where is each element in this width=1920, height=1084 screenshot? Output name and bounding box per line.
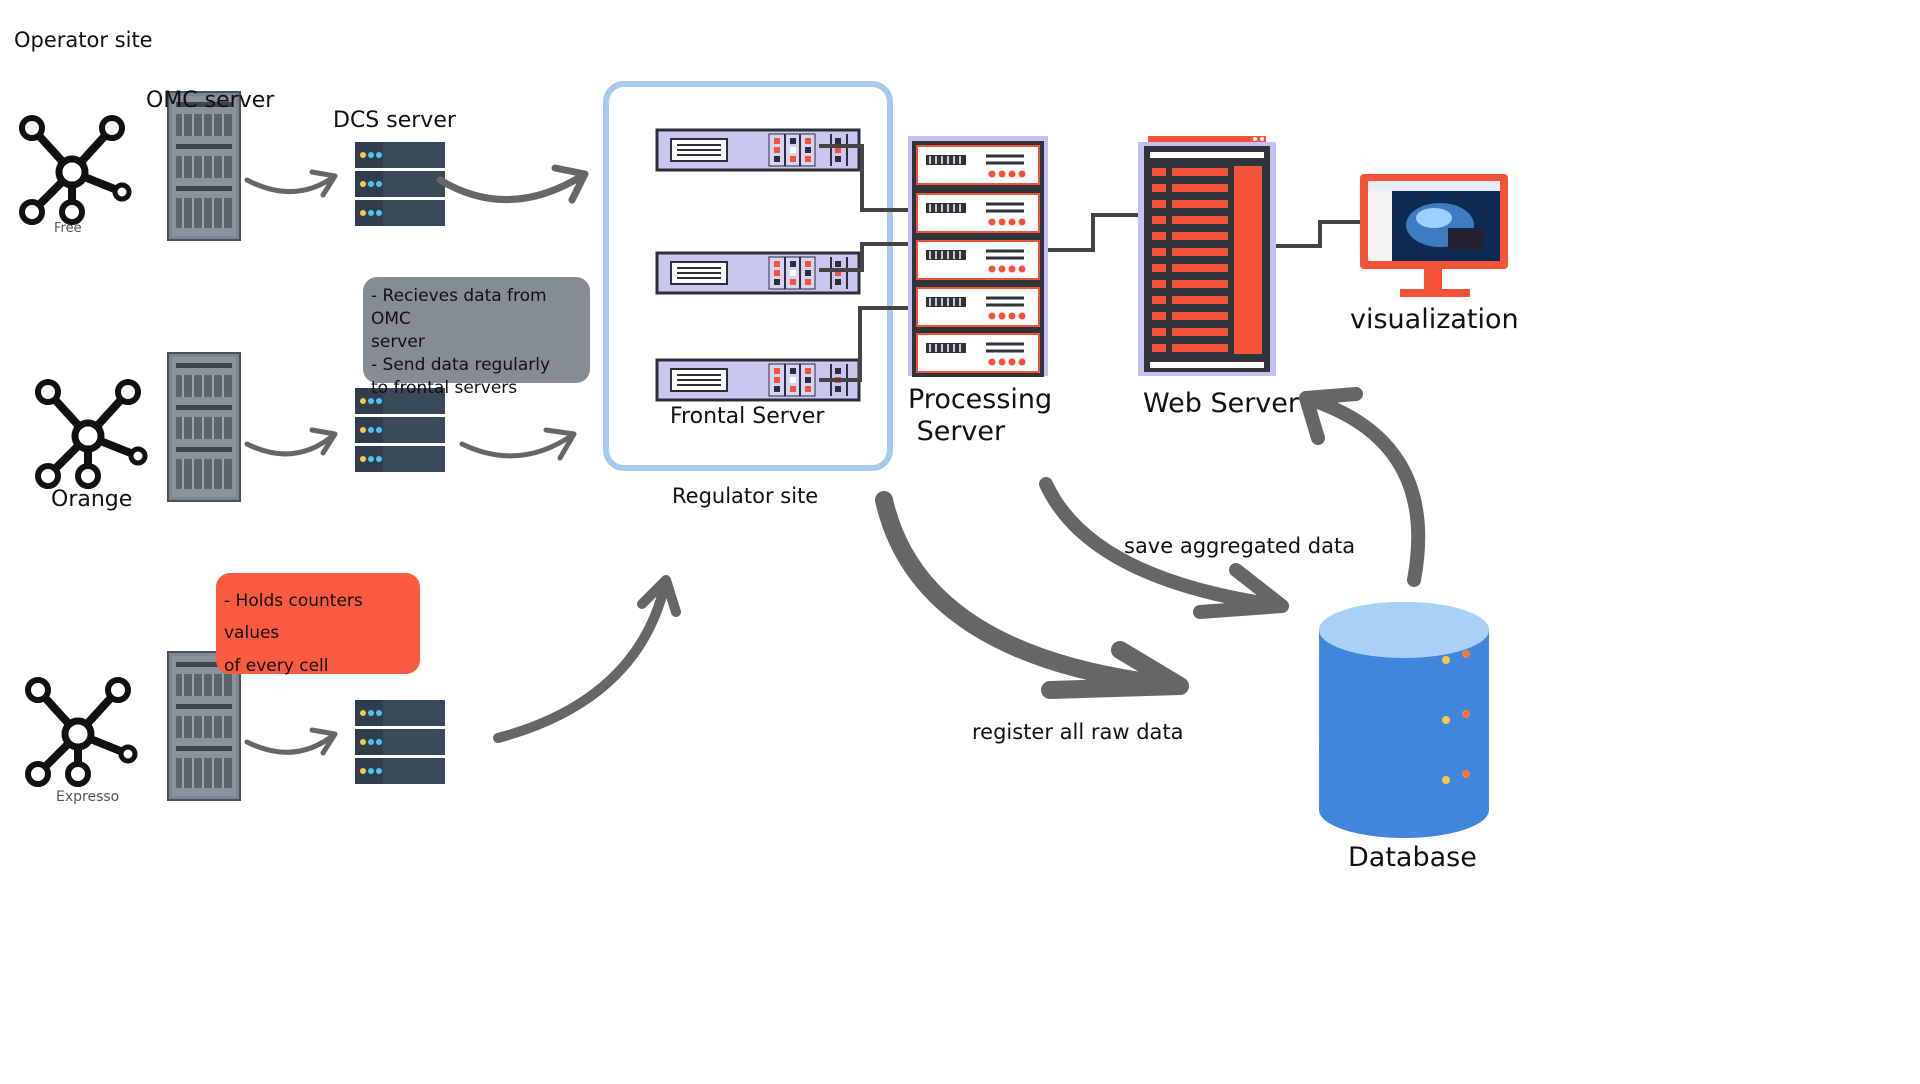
arrow-omc-dcs-expresso — [244, 727, 338, 756]
web-server-bay — [1172, 280, 1228, 288]
processing-server-label: Processing Server — [908, 384, 1053, 448]
operator-site-label: Operator site — [14, 28, 153, 52]
monitor-icon — [1360, 174, 1508, 297]
link-frontal3-processing — [819, 306, 908, 382]
dcs-server-expresso — [355, 700, 445, 784]
link-frontal2-processing — [819, 242, 908, 272]
frontal-server-label: Frontal Server — [670, 404, 825, 429]
frontal-server-1 — [655, 128, 861, 172]
regulator-site-box — [603, 81, 893, 471]
arrow-dcs-regulator-free — [436, 164, 589, 204]
dcs-note: - Recieves data from OMC server - Send d… — [363, 277, 590, 398]
web-server-icon — [1138, 136, 1276, 376]
frontal-server-2 — [655, 251, 861, 295]
arrow-omc-dcs-free — [244, 169, 338, 198]
web-server-bay — [1172, 184, 1228, 192]
arrow-database-webserver — [1299, 387, 1426, 587]
orange-label: Orange — [51, 487, 133, 512]
database-label: Database — [1348, 842, 1477, 873]
web-server-indicator — [1152, 248, 1166, 256]
web-server-indicator — [1152, 216, 1166, 224]
web-server-indicator — [1152, 344, 1166, 352]
link-processing-web — [1048, 213, 1138, 252]
free-label: Free — [54, 221, 82, 236]
network-hub-icon-expresso — [28, 680, 135, 784]
web-server-indicator — [1152, 328, 1166, 336]
web-server-bay — [1172, 216, 1228, 224]
web-server-indicator — [1152, 200, 1166, 208]
web-server-bay — [1172, 328, 1228, 336]
omc-server-orange — [167, 352, 241, 502]
web-server-indicator — [1152, 312, 1166, 320]
arrow-dcs-regulator-orange — [459, 427, 577, 461]
omc-server-label: OMC server — [146, 88, 275, 113]
expresso-label: Expresso — [56, 789, 120, 805]
web-server-indicator — [1152, 296, 1166, 304]
web-server-bay — [1172, 312, 1228, 320]
processing-rack-icon — [908, 136, 1048, 379]
network-hub-icon-orange — [38, 382, 145, 486]
register-raw-label: register all raw data — [972, 720, 1184, 744]
web-server-indicator — [1152, 280, 1166, 288]
save-aggregated-label: save aggregated data — [1124, 534, 1356, 558]
web-server-bay — [1172, 344, 1228, 352]
arrow-processing-database-raw — [875, 491, 1189, 699]
dcs-server-orange — [355, 388, 445, 472]
link-frontal1-processing — [819, 144, 908, 212]
regulator-site-label: Regulator site — [672, 484, 819, 508]
web-server-bay — [1172, 168, 1228, 176]
arrow-omc-dcs-orange — [244, 427, 338, 457]
network-hub-icon-free — [22, 118, 129, 222]
web-server-label: Web Server — [1143, 388, 1299, 419]
web-server-bay — [1172, 296, 1228, 304]
dcs-server-free — [355, 142, 445, 226]
visualization-label: visualization — [1350, 304, 1519, 335]
arrow-dcs-regulator-expresso — [493, 575, 681, 743]
web-server-indicator — [1152, 184, 1166, 192]
web-server-indicator — [1152, 232, 1166, 240]
arrow-processing-database-aggregated — [1039, 477, 1289, 619]
web-server-bay — [1172, 232, 1228, 240]
database-icon — [1319, 602, 1489, 838]
web-server-indicator — [1152, 168, 1166, 176]
web-server-bay — [1172, 200, 1228, 208]
web-server-bay — [1172, 264, 1228, 272]
web-server-indicator — [1152, 264, 1166, 272]
dcs-server-label: DCS server — [333, 108, 456, 133]
web-server-bay — [1172, 248, 1228, 256]
omc-note: - Holds counters values of every cell — [216, 573, 420, 676]
omc-server-free — [167, 91, 241, 241]
link-web-visualization — [1276, 220, 1362, 248]
